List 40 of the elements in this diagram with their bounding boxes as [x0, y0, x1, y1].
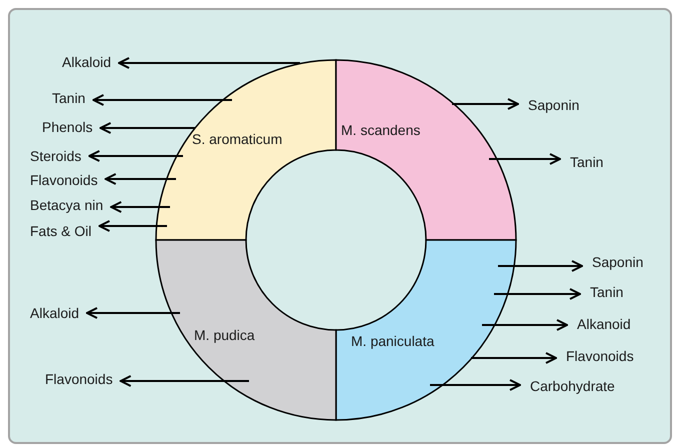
arrow	[88, 150, 183, 162]
arrow	[471, 352, 557, 364]
arrow	[110, 201, 170, 213]
arrow	[489, 153, 561, 165]
compound-label: Flavonoids	[30, 173, 106, 187]
arrow	[100, 122, 195, 134]
arrow	[98, 220, 167, 232]
plant-name: M. paniculata	[351, 334, 434, 348]
compound-label: Tanin	[52, 91, 94, 105]
arrow	[498, 260, 583, 272]
compound-label: Flavonoids	[45, 372, 121, 386]
arrow	[482, 319, 568, 331]
ring-segment	[156, 240, 336, 420]
arrow	[494, 288, 581, 300]
plant-name: M. scandens	[341, 123, 420, 137]
arrow	[86, 307, 180, 319]
compound-label: Tanin	[580, 285, 624, 299]
compound-label: Alkanoid	[567, 317, 631, 331]
compound-label: Alkaloid	[30, 306, 88, 320]
arrow	[430, 379, 521, 391]
arrow	[452, 98, 519, 110]
arrow	[120, 375, 249, 387]
plant-name: M. pudica	[194, 328, 255, 342]
compound-label: Steroids	[30, 149, 90, 163]
arrow	[118, 57, 300, 69]
ring-segment	[156, 60, 336, 240]
compound-label: Saponin	[518, 98, 580, 112]
ring-segment	[336, 60, 516, 240]
compound-label: Saponin	[582, 255, 644, 269]
plant-name: S. aromaticum	[192, 132, 282, 146]
compound-label: Fats & Oil	[30, 224, 100, 238]
compound-label: Betacya nin	[30, 198, 112, 212]
ring-segment	[336, 240, 516, 420]
compound-label: Flavonoids	[556, 349, 634, 363]
arrow	[92, 94, 232, 106]
compound-label: Tanin	[560, 155, 604, 169]
compound-label: Carbohydrate	[520, 379, 615, 393]
compound-label: Alkaloid	[62, 55, 120, 69]
compound-label: Phenols	[42, 120, 101, 134]
arrow	[104, 173, 176, 185]
